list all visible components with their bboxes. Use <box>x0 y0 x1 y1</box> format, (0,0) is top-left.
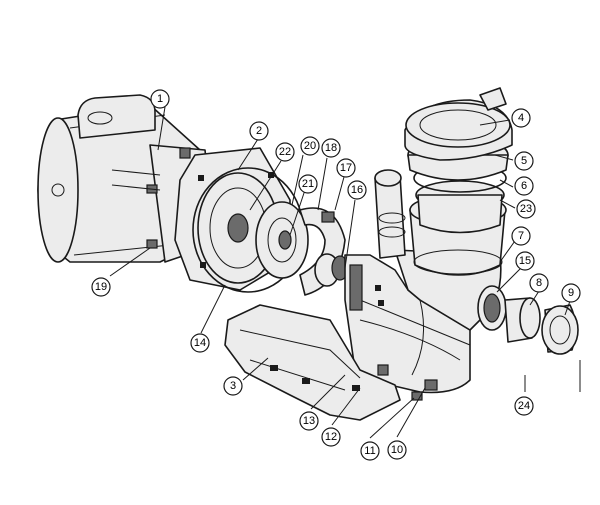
svg-text:7: 7 <box>518 230 524 242</box>
callout-11: 11 <box>360 441 380 461</box>
callout-10: 10 <box>387 440 407 460</box>
svg-text:9: 9 <box>568 287 574 299</box>
callout-12: 12 <box>321 427 341 447</box>
callout-22: 22 <box>275 142 295 162</box>
svg-text:22: 22 <box>279 146 291 158</box>
callout-5: 5 <box>514 151 534 171</box>
impeller <box>255 201 309 279</box>
svg-text:3: 3 <box>230 380 236 392</box>
callout-8: 8 <box>529 273 549 293</box>
leader-lines <box>109 106 581 439</box>
callout-15: 15 <box>515 251 535 271</box>
callout-20: 20 <box>300 136 320 156</box>
callout-4: 4 <box>511 108 531 128</box>
svg-text:12: 12 <box>325 431 337 443</box>
callout-7: 7 <box>511 226 531 246</box>
svg-text:21: 21 <box>302 178 314 190</box>
svg-text:2: 2 <box>256 125 262 137</box>
svg-text:23: 23 <box>520 203 532 215</box>
drain-plug-lower <box>411 391 423 401</box>
svg-text:11: 11 <box>364 445 375 457</box>
svg-text:16: 16 <box>351 184 363 196</box>
drain-plug <box>424 379 438 391</box>
svg-text:6: 6 <box>521 180 527 192</box>
svg-text:15: 15 <box>519 255 531 267</box>
lock-ring <box>404 87 513 161</box>
strainer-basket <box>415 180 505 234</box>
svg-text:17: 17 <box>340 162 352 174</box>
svg-text:20: 20 <box>304 140 316 152</box>
svg-text:13: 13 <box>303 415 315 427</box>
svg-text:8: 8 <box>536 277 542 289</box>
callout-23: 23 <box>516 199 536 219</box>
svg-text:14: 14 <box>194 337 206 349</box>
callout-1: 1 <box>150 89 170 109</box>
svg-text:24: 24 <box>518 400 530 412</box>
callout-9: 9 <box>561 283 581 303</box>
svg-text:5: 5 <box>521 155 527 167</box>
callout-18: 18 <box>321 138 341 158</box>
callout-13: 13 <box>299 411 319 431</box>
svg-text:1: 1 <box>157 93 163 105</box>
inlet-union <box>477 285 579 355</box>
pump-base <box>224 304 401 421</box>
callout-14: 14 <box>190 333 210 353</box>
callout-3: 3 <box>223 376 243 396</box>
callout-6: 6 <box>514 176 534 196</box>
svg-text:18: 18 <box>325 142 337 154</box>
outlet-fitting <box>374 169 406 259</box>
callout-21: 21 <box>298 174 318 194</box>
callout-17: 17 <box>336 158 356 178</box>
svg-text:19: 19 <box>95 281 107 293</box>
callout-2: 2 <box>249 121 269 141</box>
callout-16: 16 <box>347 180 367 200</box>
svg-text:10: 10 <box>391 444 403 456</box>
callout-24: 24 <box>514 396 534 416</box>
seal-assembly <box>314 253 349 287</box>
svg-text:4: 4 <box>518 112 524 124</box>
callout-19: 19 <box>91 277 111 297</box>
